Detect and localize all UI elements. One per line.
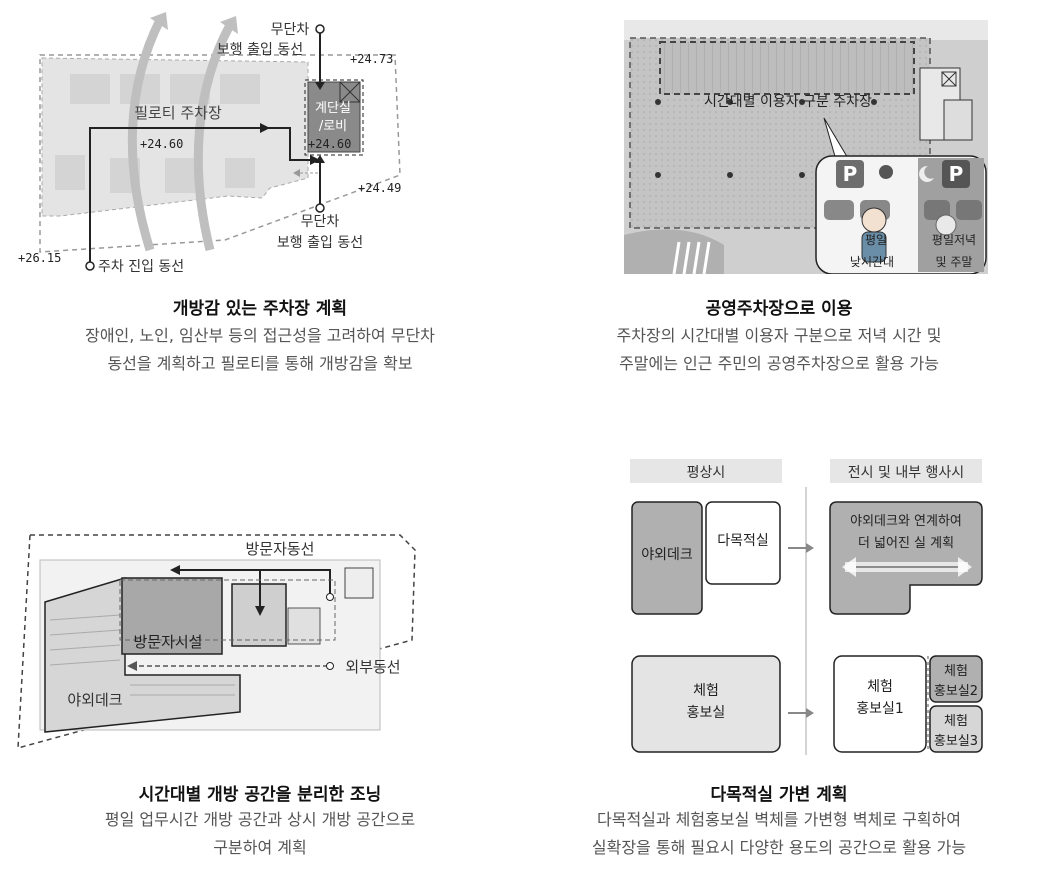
label-connect-1: 야외데크와 연계하여: [850, 514, 962, 529]
panel2-desc-line2: 주말에는 인근 주민의 공영주차장으로 활용 가능: [619, 354, 939, 373]
exp-room-normal: [631, 655, 781, 753]
site-boundary: [17, 534, 416, 749]
exp-room-1: [833, 655, 927, 753]
label-level-2615: +26.15: [18, 251, 61, 265]
label-exp2-b: 홍보실2: [934, 684, 978, 699]
label-stair: 계단실: [315, 101, 351, 116]
label-level-2449: +24.49: [358, 181, 401, 195]
panel3-desc-line1: 평일 업무시간 개방 공간과 상시 개방 공간으로: [104, 810, 416, 829]
panel4-description: 다목적실과 체험홍보실 벽체를 가변형 벽체로 구획하여 실확장을 통해 필요시…: [519, 806, 1039, 862]
label-car-entry: 주차 진입 동선: [98, 259, 184, 275]
label-external-flow: 외부동선: [345, 658, 400, 676]
panel4-desc-line2: 실확장을 통해 필요시 다양한 용도의 공간으로 활용 가능: [591, 838, 967, 857]
panel1-desc-line1: 장애인, 노인, 임산부 등의 접근성을 고려하여 무단차: [85, 326, 435, 345]
label-exp-normal-2: 홍보실: [687, 705, 726, 721]
label-level-2473: +24.73: [350, 52, 393, 66]
label-visitor-flow: 방문자동선: [245, 540, 314, 558]
panel2-desc-line1: 주차장의 시간대별 이용자 구분으로 저녁 시간 및: [616, 326, 942, 345]
panel-zoning: 방문자동선 방문자시설 외부동선 야외데크: [0, 520, 520, 760]
label-level-2460b: +24.60: [308, 137, 351, 151]
panel-public-parking: 시간대별 이용자 구분 주차장 P P 평일 낮시간대 평일저녁 및 주말: [624, 20, 988, 275]
label-top-walk: 보행 출입 동선: [217, 42, 303, 58]
visitor-flow-line: [178, 569, 331, 595]
variable-rooms-diagram: 평상시 전시 및 내부 행사시 야외데크 다목적실 야외데크와 연계하여 더 넓…: [630, 459, 983, 755]
label-exp3-b: 홍보실3: [934, 734, 978, 749]
parking-zone: [659, 41, 915, 95]
label-bottom-walk: 보행 출입 동선: [277, 235, 363, 251]
panel4-desc-line1: 다목적실과 체험홍보실 벽체를 가변형 벽체로 구획하여: [597, 810, 961, 829]
parking-sign-night: P: [949, 162, 964, 186]
label-connect-2: 더 넓어진 실 계획: [858, 536, 954, 551]
label-exp2-a: 체험: [944, 664, 968, 679]
expanded-room: [829, 501, 983, 615]
label-outdoor-deck-room: 야외데크: [641, 547, 693, 563]
resident-avatar: [935, 214, 957, 236]
expand-arrow: [842, 557, 856, 577]
exp-room-3: [929, 705, 983, 753]
panel1-title: 개방감 있는 주차장 계획: [172, 299, 348, 319]
exp-room-2: [929, 655, 983, 703]
panel-parking-plan: 무단차 보행 출입 동선 +24.73 필로티 주차장 계단실 /로비 +24.…: [0, 0, 520, 290]
car-entry-path: [89, 127, 262, 265]
label-outdoor-deck: 야외데크: [67, 691, 122, 709]
label-bottom-no-car: 무단차: [301, 214, 340, 230]
label-piloti: 필로티 주차장: [134, 104, 222, 122]
panel1-description: 장애인, 노인, 임산부 등의 접근성을 고려하여 무단차 동선을 계획하고 필…: [0, 322, 520, 378]
panel2-title: 공영주차장으로 이용: [705, 299, 853, 319]
open-air-arrow-1: [127, 17, 165, 252]
label-exp-normal-1: 체험: [693, 683, 719, 699]
multipurpose-room: [705, 501, 781, 585]
label-exp3-a: 체험: [944, 714, 968, 729]
label-exp1-a: 체험: [867, 679, 893, 695]
label-evening: 평일저녁: [932, 233, 976, 247]
label-visitor-facility: 방문자시설: [133, 633, 202, 651]
label-weekday: 평일: [865, 233, 887, 247]
label-level-2460a: +24.60: [140, 137, 183, 151]
worker-avatar: [861, 207, 887, 233]
sun-icon: [879, 165, 893, 179]
open-air-arrow-2: [193, 22, 234, 252]
zoning-diagram: 방문자동선 방문자시설 외부동선 야외데크: [17, 534, 416, 749]
panel3-description: 평일 업무시간 개방 공간과 상시 개방 공간으로 구분하여 계획: [0, 806, 520, 862]
panel-variable-rooms: 평상시 전시 및 내부 행사시 야외데크 다목적실 야외데크와 연계하여 더 넓…: [620, 455, 1000, 760]
panel3-desc-line2: 구분하여 계획: [213, 838, 307, 857]
header-event: 전시 및 내부 행사시: [848, 465, 964, 481]
panel2-description: 주차장의 시간대별 이용자 구분으로 저녁 시간 및 주말에는 인근 주민의 공…: [519, 322, 1039, 378]
visitor-facility-zone: [121, 577, 223, 655]
label-daytime: 낮시간대: [850, 255, 894, 269]
panel3-title: 시간대별 개방 공간을 분리한 조닝: [138, 785, 382, 805]
label-top-no-car: 무단차: [271, 22, 310, 38]
top-walk-endpoint: [315, 24, 325, 34]
moon-icon: [919, 165, 934, 182]
panel4-title: 다목적실 가변 계획: [710, 785, 848, 805]
public-parking-rendering: 시간대별 이용자 구분 주차장 P P 평일 낮시간대 평일저녁 및 주말: [624, 20, 988, 275]
label-lobby: /로비: [319, 119, 347, 134]
label-weekend: 및 주말: [936, 255, 973, 269]
label-multipurpose-room: 다목적실: [717, 533, 769, 549]
label-zone: 시간대별 이용자 구분 주차장: [704, 94, 872, 110]
header-normal: 평상시: [687, 465, 726, 481]
panel1-desc-line2: 동선을 계획하고 필로티를 통해 개방감을 확보: [107, 354, 413, 373]
parking-plan-diagram: 무단차 보행 출입 동선 +24.73 필로티 주차장 계단실 /로비 +24.…: [18, 12, 401, 275]
parking-sign-day: P: [843, 162, 858, 186]
outdoor-deck-room: [631, 501, 703, 615]
site-outline: [39, 54, 401, 253]
bottom-walk-endpoint: [315, 203, 325, 213]
label-exp1-b: 홍보실1: [856, 701, 904, 717]
